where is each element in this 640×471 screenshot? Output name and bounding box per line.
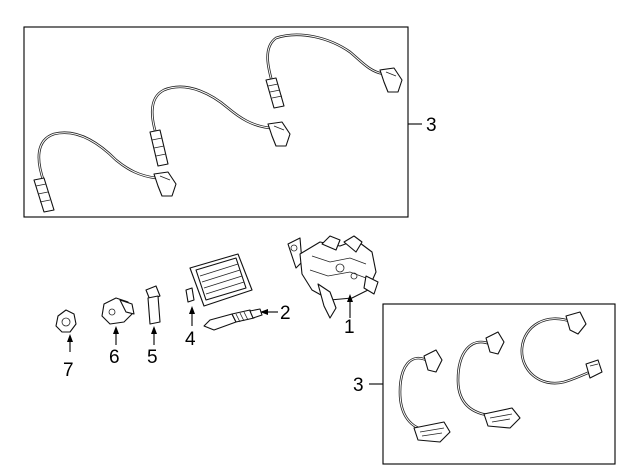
arrow-4 — [189, 306, 195, 314]
arrow-6 — [113, 326, 119, 334]
callout-6: 6 — [109, 347, 120, 368]
camshaft-position-sensor: 6 — [101, 297, 135, 368]
spark-plug: 2 — [203, 303, 291, 331]
box-frame-top — [23, 26, 409, 218]
callout-2: 2 — [280, 303, 291, 324]
spark-plug-wire-loop-left — [398, 349, 451, 443]
spark-plug-wires-box-top: 3 — [23, 26, 437, 218]
callout-5: 5 — [147, 347, 158, 368]
knock-sensor: 7 — [55, 309, 77, 381]
spark-plug-wire-lower — [33, 131, 177, 213]
arrow-2 — [260, 309, 268, 315]
callout-4: 4 — [185, 329, 196, 350]
crankshaft-position-sensor: 5 — [145, 285, 161, 368]
spark-plug-wire-middle — [149, 85, 291, 167]
spark-plug-wire-upper — [265, 33, 403, 109]
engine-control-module: 4 — [185, 253, 253, 350]
callout-7: 7 — [63, 360, 74, 381]
spark-plug-wire-loop-right — [520, 311, 603, 385]
ignition-coil-assembly: 1 — [287, 235, 379, 338]
callout-3-top: 3 — [426, 115, 437, 136]
spark-plug-wires-box-bottom: 3 — [353, 303, 616, 465]
arrow-1 — [347, 294, 353, 302]
spark-plug-wire-loop-middle — [456, 331, 521, 429]
arrow-5 — [151, 326, 157, 334]
callout-1: 1 — [344, 317, 355, 338]
callout-3-bottom: 3 — [353, 375, 364, 396]
arrow-7 — [67, 334, 73, 342]
